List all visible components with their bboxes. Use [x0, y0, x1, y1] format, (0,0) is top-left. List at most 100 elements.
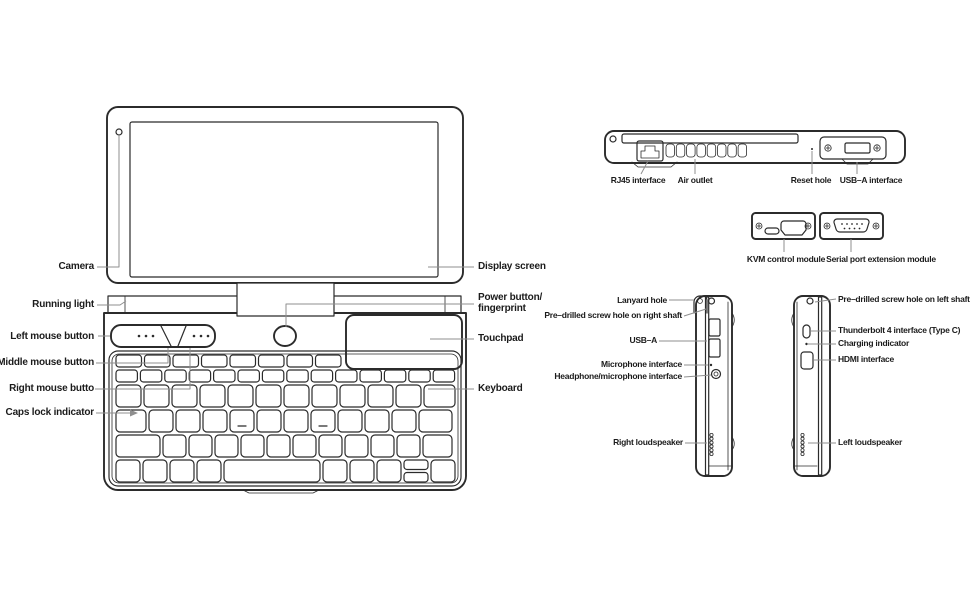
keyboard-key — [311, 410, 335, 432]
label-charging: Charging indicator — [838, 338, 910, 348]
label-display-screen: Display screen — [478, 261, 546, 272]
laptop-top-view — [104, 107, 466, 493]
keyboard-key — [267, 435, 290, 457]
edge-bump — [732, 437, 734, 450]
usb-a-port-icon — [845, 143, 870, 153]
keyboard-key — [316, 355, 342, 367]
keyboard-plate — [109, 351, 461, 486]
keyboard-key — [409, 370, 430, 382]
keyboard-key — [116, 435, 160, 457]
rear-usb-plate — [820, 137, 886, 159]
keyboard-key — [404, 473, 428, 483]
label-thunderbolt: Thunderbolt 4 interface (Type C) — [838, 325, 961, 335]
label-hdmi: HDMI interface — [838, 354, 895, 364]
usb-a-port-icon — [709, 319, 720, 336]
laptop-base — [104, 313, 466, 490]
keyboard-key — [140, 370, 161, 382]
label-camera: Camera — [58, 261, 95, 272]
rj45-port-icon — [637, 141, 663, 161]
keyboard-key — [431, 460, 455, 482]
air-outlet-vents — [666, 144, 747, 157]
keyboard-key — [350, 460, 374, 482]
label-screw-left: Pre–drilled screw hole on left shaft — [838, 294, 970, 304]
main-view-leaders — [95, 136, 474, 417]
caps-lock-arrow — [130, 409, 138, 417]
keyboard-key — [338, 410, 362, 432]
right-shaft-screw-hole-icon — [709, 298, 715, 304]
label-caps-lock: Caps lock indicator — [5, 407, 95, 418]
keyboard-key — [203, 410, 227, 432]
keyboard-key — [257, 410, 281, 432]
label-air-outlet: Air outlet — [677, 175, 713, 185]
camera-icon — [116, 129, 122, 135]
label-kvm-module: KVM control module — [746, 254, 826, 264]
usb-c-port-icon — [765, 228, 779, 234]
keyboard-key — [360, 370, 381, 382]
label-reset-hole: Reset hole — [790, 175, 832, 185]
keyboard-key — [116, 460, 140, 482]
label-keyboard: Keyboard — [478, 383, 523, 394]
keyboard-key — [312, 385, 337, 407]
label-left-speaker: Left loudspeaker — [838, 437, 903, 447]
keyboard-key — [284, 410, 308, 432]
hinge-bump — [732, 313, 734, 327]
right-speaker-holes-icon — [710, 433, 713, 455]
label-middle-mouse: Middle mouse button — [0, 357, 94, 368]
left-shaft — [819, 297, 822, 475]
keyboard-key — [189, 435, 212, 457]
label-power-button: Power button/ — [478, 292, 543, 303]
keyboard-key — [287, 355, 313, 367]
charging-indicator-icon — [805, 342, 808, 346]
right-shaft — [706, 297, 709, 475]
base-bottom-notch — [243, 490, 319, 493]
keyboard-key — [319, 435, 342, 457]
keyboard-key — [371, 435, 394, 457]
keyboard-key — [224, 460, 320, 482]
keyboard-key — [259, 355, 285, 367]
serial-module — [820, 213, 883, 252]
keyboard-key — [189, 370, 210, 382]
keyboard-key — [197, 460, 221, 482]
lanyard-hole-icon — [694, 296, 707, 313]
edge-bump — [792, 437, 794, 450]
label-touchpad: Touchpad — [478, 333, 524, 344]
label-left-mouse: Left mouse button — [10, 331, 94, 342]
mouse-buttons — [111, 325, 215, 347]
left-side-body — [794, 296, 830, 476]
rear-body — [605, 131, 905, 163]
label-right-speaker: Right loudspeaker — [613, 437, 683, 447]
power-button-icon — [274, 326, 296, 346]
keyboard-key — [340, 385, 365, 407]
usb-a-port-icon — [709, 339, 720, 357]
keyboard-key — [165, 370, 186, 382]
thunderbolt-port-icon — [803, 325, 810, 338]
keyboard-key — [397, 435, 420, 457]
label-lanyard-hole: Lanyard hole — [617, 295, 667, 305]
keyboard-key — [336, 370, 357, 382]
left-side-view — [792, 296, 836, 476]
keyboard-key — [215, 435, 238, 457]
keyboard-key — [311, 370, 332, 382]
keyboard-keys — [116, 355, 455, 482]
keyboard-key — [368, 385, 393, 407]
keyboard-key — [396, 385, 421, 407]
keyboard-key — [163, 435, 186, 457]
label-rj45: RJ45 interface — [610, 175, 666, 185]
headphone-jack-icon — [712, 370, 721, 379]
keyboard-key — [170, 460, 194, 482]
hinge-bump — [792, 313, 794, 327]
label-running-light: Running light — [32, 299, 94, 310]
keyboard-key — [384, 370, 405, 382]
keyboard-key — [238, 370, 259, 382]
display-screen — [130, 122, 438, 277]
keyboard-key — [419, 410, 452, 432]
hdmi-port-icon — [801, 352, 813, 369]
rear-lid-strip — [622, 134, 798, 143]
keyboard-key — [230, 355, 256, 367]
keyboard-key — [144, 385, 169, 407]
keyboard-key — [293, 435, 316, 457]
hdmi-port-icon — [781, 221, 806, 235]
keyboard-key — [377, 460, 401, 482]
keyboard-key — [230, 410, 254, 432]
